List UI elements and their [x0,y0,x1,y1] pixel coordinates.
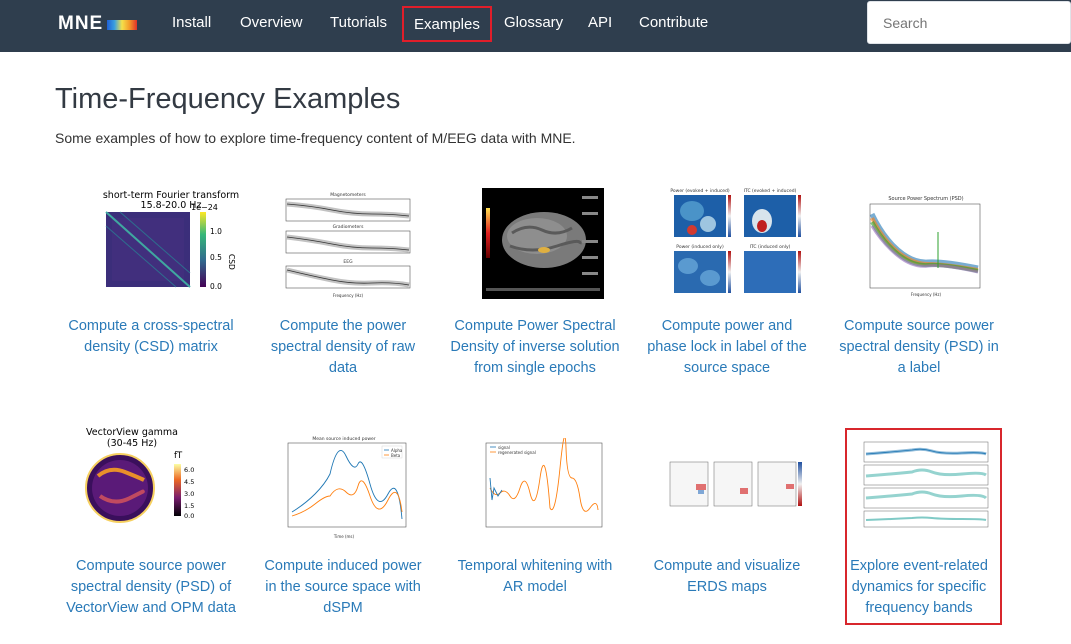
thumb-psd-panel-1: Magnetometers [330,192,366,198]
thumbnail-induced-power-dspm[interactable]: Mean source induced power Alpha Beta Tim… [270,434,410,542]
thumbnail-inverse-psd-brain[interactable] [482,188,604,299]
thumb-source-psd-title: Source Power Spectrum (PSD) [888,196,963,202]
nav-tutorials[interactable]: Tutorials [330,14,387,31]
example-link-psd-raw[interactable]: Compute the power spectral density of ra… [270,318,416,376]
thumb-csd-scale: 1e−24 [191,203,218,212]
svg-text:0.0: 0.0 [210,282,222,291]
example-card-power-phase-lock: Compute power and phase lock in label of… [642,316,812,379]
example-link-temporal-whitening[interactable]: Temporal whitening with AR model [457,558,613,595]
example-card-inverse-psd: Compute Power Spectral Density of invers… [450,316,620,379]
svg-text:0.5: 0.5 [210,253,222,262]
mne-logo[interactable]: MNE [58,13,138,35]
thumbnail-source-psd-label[interactable]: Source Power Spectrum (PSD) Frequency (H… [858,192,984,298]
thumb-dspm-legend-1: Alpha [391,448,403,453]
example-link-induced-power-dspm[interactable]: Compute induced power in the source spac… [264,558,422,616]
nav-examples[interactable]: Examples [402,6,492,42]
svg-text:4.5: 4.5 [184,478,194,486]
example-card-erds-maps: Compute and visualize ERDS maps [642,556,812,598]
svg-text:1.5: 1.5 [184,502,194,510]
thumb-ppl-panel-2: ITC (evoked + induced) [744,188,797,194]
example-card-induced-power-dspm: Compute induced power in the source spac… [258,556,428,619]
thumb-dspm-title: Mean source induced power [312,436,375,442]
example-card-vectorview-psd: Compute source power spectral density (P… [66,556,236,619]
example-card-source-psd-label: Compute source power spectral density (P… [834,316,1004,379]
nav-install[interactable]: Install [172,14,212,31]
example-link-csd[interactable]: Compute a cross-spectral density (CSD) m… [68,318,234,355]
nav-glossary[interactable]: Glossary [504,14,564,31]
thumb-dspm-legend-2: Beta [391,453,401,458]
thumbnail-erds-maps[interactable] [664,454,806,514]
thumb-psd-panel-3: EEG [343,259,353,265]
page-description: Some examples of how to explore time-fre… [55,130,576,146]
thumbnail-power-phase-lock[interactable]: Power (evoked + induced) ITC (evoked + i… [662,186,804,300]
svg-text:0.0: 0.0 [184,512,194,520]
logo-colorbar-icon [107,20,138,30]
thumb-vv-subtitle: (30-45 Hz) [107,438,157,449]
selected-example-highlight [845,428,1002,625]
top-navbar: MNE Install Overview Tutorials Examples … [0,0,1071,52]
svg-text:Frequency (Hz): Frequency (Hz) [911,292,942,297]
thumb-csd-unit: CSD [227,254,236,270]
nav-api[interactable]: API [588,14,613,31]
svg-text:3.0: 3.0 [184,490,194,498]
thumb-ppl-panel-1: Power (evoked + induced) [670,188,730,194]
example-link-vectorview-psd[interactable]: Compute source power spectral density (P… [66,558,236,616]
example-link-source-psd-label[interactable]: Compute source power spectral density (P… [839,318,999,376]
thumb-vv-unit: fT [174,451,183,461]
thumb-whitening-legend-2: regenerated signal [498,450,536,455]
example-link-power-phase-lock[interactable]: Compute power and phase lock in label of… [647,318,807,376]
thumbnail-event-related-dynamics[interactable] [852,438,992,532]
example-card-psd-raw: Compute the power spectral density of ra… [258,316,428,379]
thumb-csd-title: short-term Fourier transform [103,190,239,201]
example-card-csd: Compute a cross-spectral density (CSD) m… [66,316,236,358]
svg-text:6.0: 6.0 [184,466,194,474]
logo-text: MNE [58,13,104,34]
example-link-event-related-dynamics[interactable]: Explore event-related dynamics for speci… [850,558,988,616]
thumb-ppl-panel-4: ITC (induced only) [750,244,791,250]
thumb-ppl-panel-3: Power (induced only) [676,244,724,250]
svg-text:Time (ms): Time (ms) [333,534,355,539]
example-link-inverse-psd[interactable]: Compute Power Spectral Density of invers… [450,318,620,376]
svg-text:Frequency (Hz): Frequency (Hz) [333,293,364,298]
example-card-temporal-whitening: Temporal whitening with AR model [450,556,620,598]
nav-overview[interactable]: Overview [240,14,303,31]
page-title: Time-Frequency Examples [55,83,401,115]
thumbnail-csd-matrix[interactable]: short-term Fourier transform 15.8-20.0 H… [87,186,247,298]
thumb-vv-title: VectorView gamma [86,427,178,438]
example-card-event-related-dynamics: Explore event-related dynamics for speci… [834,556,1004,619]
svg-text:1.0: 1.0 [210,227,222,236]
thumb-psd-panel-2: Gradiometers [333,224,364,230]
thumbnail-vectorview-psd[interactable]: VectorView gamma (30-45 Hz) fT 6.0 4.5 3… [70,426,220,524]
nav-contribute[interactable]: Contribute [639,14,709,31]
example-link-erds-maps[interactable]: Compute and visualize ERDS maps [653,558,801,595]
search-input[interactable] [867,1,1071,44]
thumb-whitening-legend-1: signal [498,445,510,450]
thumbnail-temporal-whitening[interactable]: signal regenerated signal [480,436,606,538]
thumbnail-psd-raw[interactable]: Magnetometers Gradiometers EEG Frequency… [272,188,414,300]
thumb-csd-subtitle: 15.8-20.0 Hz [141,200,202,211]
